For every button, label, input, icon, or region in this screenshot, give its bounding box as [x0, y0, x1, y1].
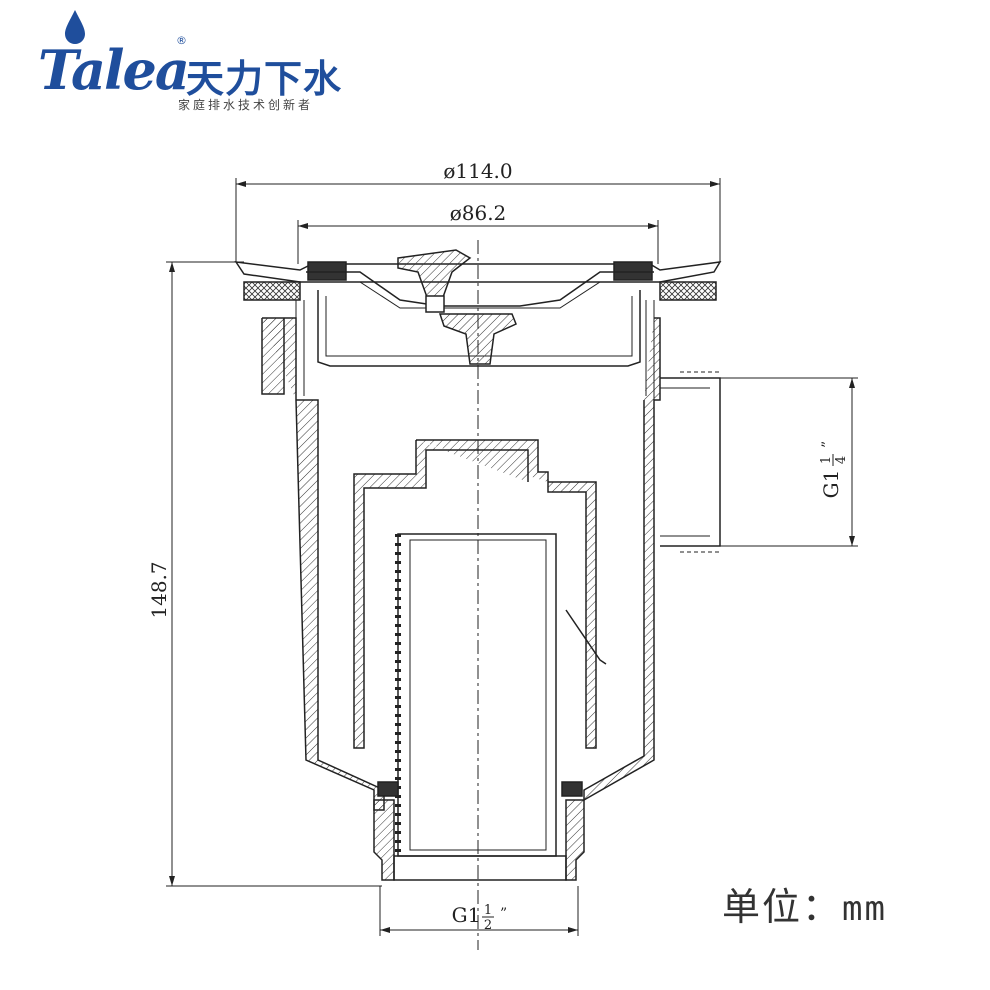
- side-thread-prefix: G1: [819, 470, 843, 499]
- bottom-thread-label: G1 1 2 ”: [452, 903, 508, 933]
- bottom-thread-left: [373, 799, 395, 881]
- bottom-thread-num: 1: [484, 903, 492, 918]
- strainer-top-plate: [306, 271, 654, 307]
- top-diameter-label: ø114.0: [443, 159, 512, 183]
- body-wall-right: [583, 317, 661, 802]
- lower-knob: [438, 313, 517, 365]
- inner-diameter-label: ø86.2: [450, 201, 507, 225]
- brand-logo: Talea ® 天力下水 家庭排水技术创新者: [30, 8, 390, 123]
- unit-prefix: 单位：: [722, 885, 843, 929]
- bottom-thread-suffix: ”: [500, 906, 507, 922]
- bottom-thread-right: [565, 799, 585, 881]
- side-thread-den: 4: [834, 456, 849, 464]
- lid-seal-right: [613, 261, 653, 281]
- height-label: 148.7: [147, 561, 171, 618]
- inner-standpipe: [353, 439, 597, 749]
- strainer-basket: [317, 290, 641, 367]
- unit-value: mm: [842, 889, 887, 929]
- flange-seal-left: [243, 281, 301, 301]
- side-thread-num: 1: [819, 456, 834, 464]
- registered-mark: ®: [176, 34, 187, 47]
- brand-slogan: 家庭排水技术创新者: [178, 98, 314, 112]
- unit-label: 单位：mm: [722, 876, 887, 931]
- brand-wordmark: Talea: [38, 38, 190, 102]
- bottom-thread-den: 2: [484, 918, 492, 933]
- side-outlet: [660, 377, 721, 547]
- side-thread-label: G1 1 4 ”: [819, 441, 849, 499]
- side-thread-suffix: ”: [820, 441, 836, 448]
- bottom-thread-prefix: G1: [452, 903, 481, 927]
- flange-seal-right: [659, 281, 717, 301]
- lid-seal-left: [307, 261, 347, 281]
- brand-chinese-name: 天力下水: [186, 57, 343, 101]
- central-tube: [397, 533, 557, 857]
- water-drop-icon: [65, 10, 85, 44]
